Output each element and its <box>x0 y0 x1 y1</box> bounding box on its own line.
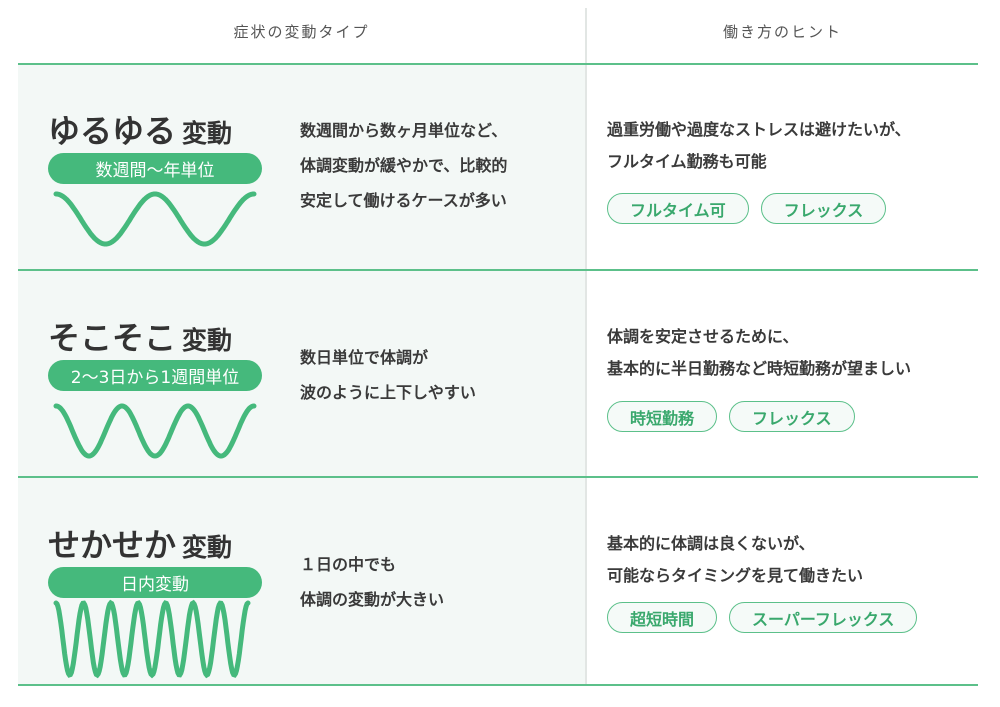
wave-line <box>53 599 251 679</box>
symptom-row: ゆるゆる変動 数週間〜年単位 数週間から数ヶ月単位など、体調変動が緩やかで、比較… <box>18 64 978 271</box>
header-symptom-type: 症状の変動タイプ <box>233 23 370 41</box>
symptom-row: せかせか変動 日内変動 １日の中でも体調の変動が大きい 基本的に体調は良くないが、… <box>18 478 978 685</box>
column-divider <box>585 8 587 685</box>
work-hint: 基本的に体調は良くないが、可能ならタイミングを見て働きたい <box>607 528 863 592</box>
symptom-row: そこそこ変動 2〜3日から1週間単位 数日単位で体調が波のように上下しやすい 体調… <box>18 271 978 478</box>
row-divider <box>18 63 978 65</box>
description-line: 体調変動が緩やかで、比較的 <box>300 156 508 175</box>
wave-icon <box>53 403 257 459</box>
work-style-tag: フルタイム可 <box>607 193 749 224</box>
period-badge: 数週間〜年単位 <box>48 153 262 184</box>
hint-line: 基本的に半日勤務など時短勤務が望ましい <box>607 359 912 378</box>
description-line: 数週間から数ヶ月単位など、 <box>300 121 508 140</box>
row-divider <box>18 269 978 271</box>
wave-line <box>53 403 257 459</box>
header-work-hints: 働き方のヒント <box>722 23 842 41</box>
type-title: ゆるゆる変動 <box>48 106 232 152</box>
work-style-tag: 時短勤務 <box>607 401 718 432</box>
description: 数日単位で体調が波のように上下しやすい <box>300 340 476 410</box>
hint-line: 体調を安定させるために、 <box>607 327 799 346</box>
tag-list: 時短勤務フレックス <box>607 401 855 432</box>
period-badge: 2〜3日から1週間単位 <box>48 360 262 391</box>
period-badge: 日内変動 <box>48 567 262 598</box>
type-name: そこそこ <box>48 319 177 357</box>
description-line: 体調の変動が大きい <box>300 590 445 609</box>
hint-line: 基本的に体調は良くないが、 <box>607 534 815 553</box>
row-divider <box>18 476 978 478</box>
work-style-tag: フレックス <box>760 193 887 224</box>
type-suffix: 変動 <box>182 119 233 148</box>
work-hint: 体調を安定させるために、基本的に半日勤務など時短勤務が望ましい <box>607 321 911 385</box>
work-style-tag: スーパーフレックス <box>729 602 918 633</box>
description-line: 数日単位で体調が <box>300 348 429 367</box>
type-title: せかせか変動 <box>48 520 232 566</box>
description-line: １日の中でも <box>300 555 397 574</box>
work-style-tag: 超短時間 <box>607 602 718 633</box>
description-line: 安定して働けるケースが多い <box>300 191 507 210</box>
hint-line: 過重労働や過度なストレスは避けたいが、 <box>607 120 911 139</box>
row-divider <box>18 684 978 686</box>
type-title: そこそこ変動 <box>48 313 232 359</box>
wave-icon <box>53 191 257 247</box>
wave-icon <box>53 599 251 679</box>
work-style-tag: フレックス <box>729 401 855 432</box>
tag-list: 超短時間スーパーフレックス <box>607 602 918 633</box>
hint-line: フルタイム勤務も可能 <box>607 152 767 171</box>
description-line: 波のように上下しやすい <box>300 383 476 402</box>
hint-line: 可能ならタイミングを見て働きたい <box>607 566 864 585</box>
tag-list: フルタイム可フレックス <box>607 193 887 224</box>
description: １日の中でも体調の変動が大きい <box>300 547 444 617</box>
work-hint: 過重労働や過度なストレスは避けたいが、フルタイム勤務も可能 <box>607 114 911 178</box>
wave-line <box>53 191 257 247</box>
type-suffix: 変動 <box>182 326 233 355</box>
description: 数週間から数ヶ月単位など、体調変動が緩やかで、比較的安定して働けるケースが多い <box>300 113 507 218</box>
type-name: ゆるゆる <box>48 112 177 150</box>
type-suffix: 変動 <box>182 533 233 562</box>
type-name: せかせか <box>48 526 177 564</box>
